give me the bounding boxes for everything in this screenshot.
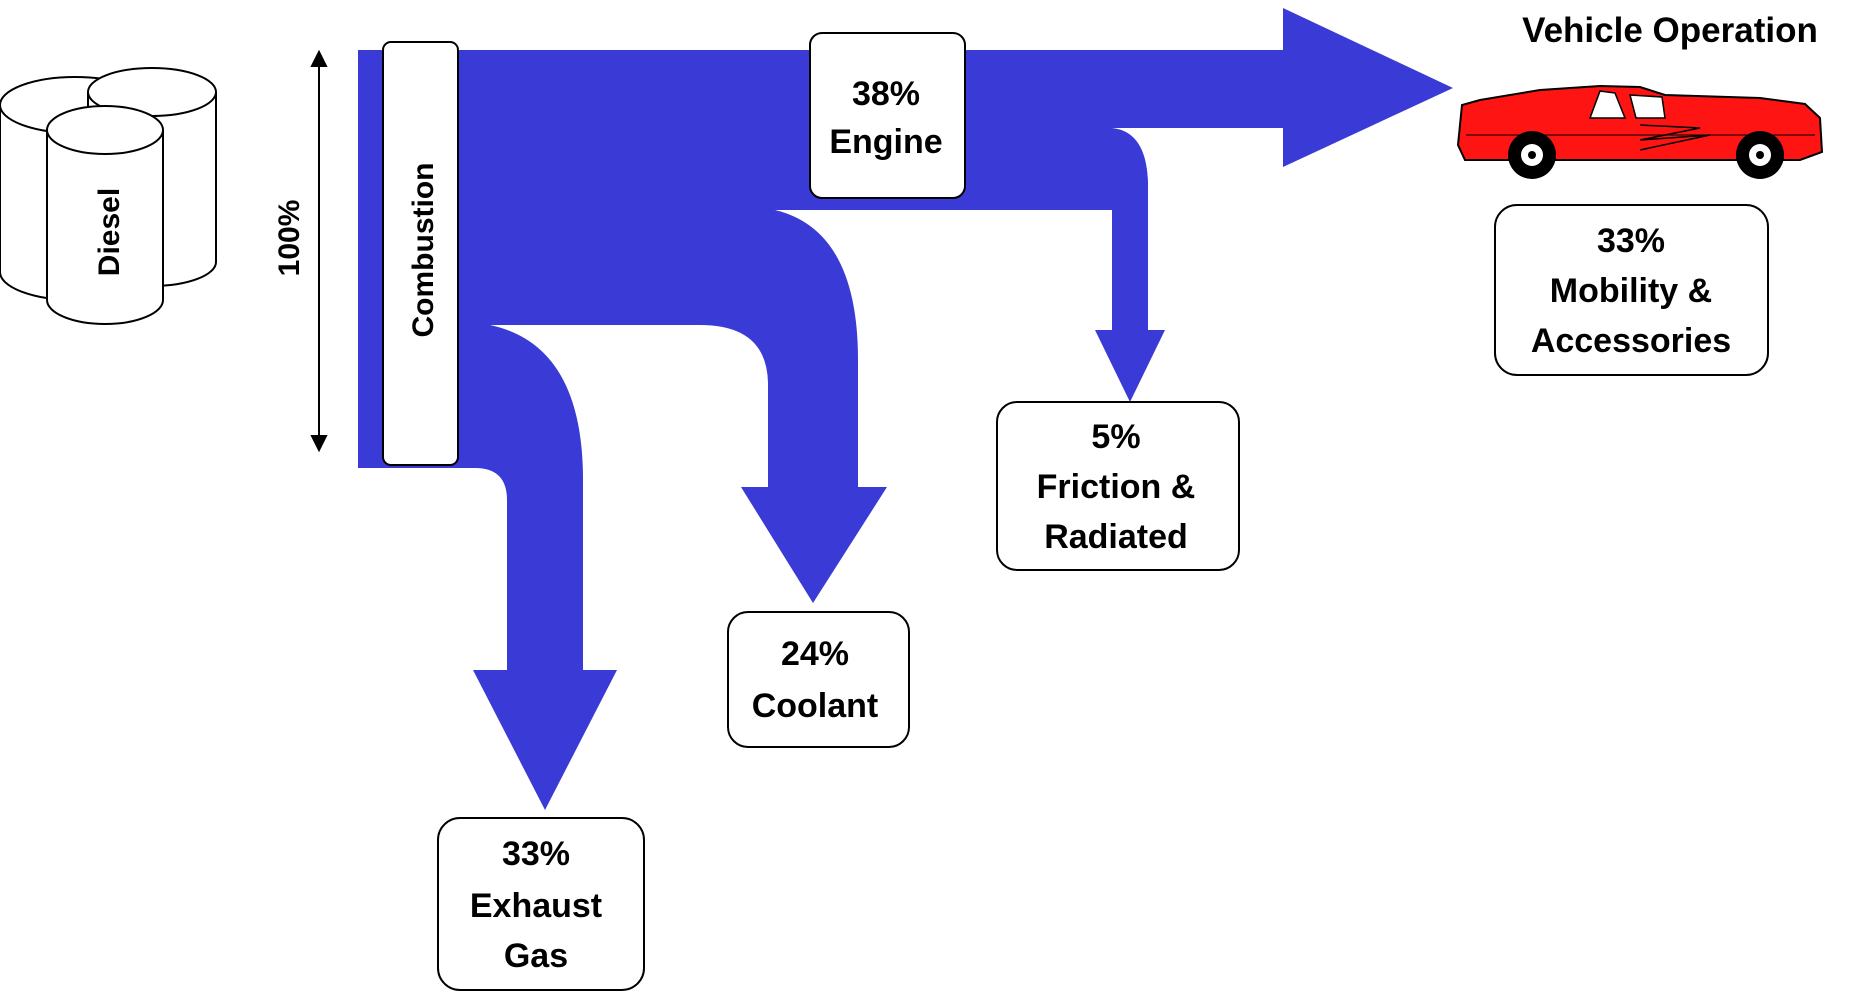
car-icon [1456,84,1824,179]
mobility-percent: 33% [1597,222,1665,260]
mobility-label-line2: Accessories [1531,322,1731,360]
exhaust-label-line1: Exhaust [470,887,602,925]
friction-label-line2: Radiated [1044,518,1188,556]
flow-arrow-coolant [470,210,887,603]
flow-arrow-friction [1090,128,1165,402]
exhaust-percent: 33% [502,835,570,873]
diesel-tanks-icon [0,67,217,325]
combustion-box: Combustion [382,41,459,466]
coolant-percent: 24% [781,635,849,673]
flow-arrow-exhaust [470,325,617,810]
vehicle-operation-title: Vehicle Operation [1522,11,1818,50]
combustion-label: Combustion [407,163,440,338]
tank-cylinder [46,105,164,325]
engine-box: 38% Engine [809,32,966,199]
total-percent-label: 100% [273,200,306,277]
friction-label-line1: Friction & [1037,468,1196,506]
diesel-label: Diesel [93,188,126,276]
exhaust-gas-box: 33% Exhaust Gas [437,817,645,991]
coolant-box: 24% Coolant [727,611,910,748]
coolant-label: Coolant [752,687,879,725]
mobility-accessories-box: 33% Mobility & Accessories [1494,204,1769,376]
engine-label: Engine [829,123,942,161]
mobility-label-line1: Mobility & [1550,272,1712,310]
friction-radiated-box: 5% Friction & Radiated [996,401,1240,571]
total-input-arrow-icon [310,49,328,453]
friction-percent: 5% [1091,418,1140,456]
exhaust-label-line2: Gas [504,937,568,975]
engine-percent: 38% [852,75,920,113]
